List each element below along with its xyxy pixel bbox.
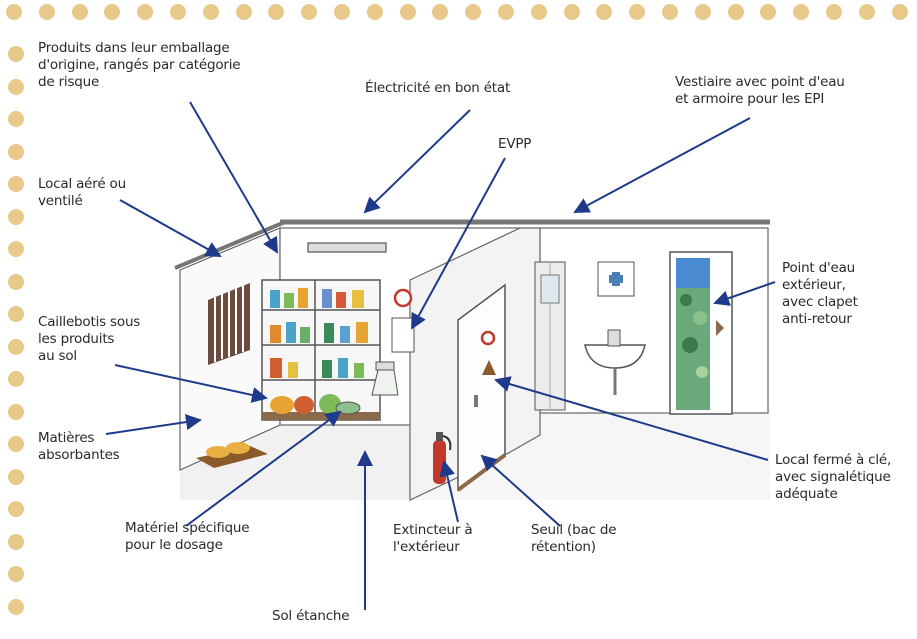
border-dot [891,4,908,20]
border-dot [137,4,154,20]
outdoor-water-window [669,251,733,415]
border-dot [8,501,24,517]
border-dot [202,4,219,20]
dotted-border-top [0,0,917,26]
border-dot [170,4,186,20]
label-local-aere: Local aéré ou ventilé [38,176,126,209]
locker-shower [534,261,566,411]
border-dot [498,4,514,20]
label-produits: Produits dans leur emballage d'origine, … [38,40,241,90]
label-evpp: EVPP [498,136,532,152]
border-dot [8,468,24,485]
border-dot [8,403,24,420]
border-dot [366,4,383,20]
arrow-caillebotis [114,364,268,403]
border-dot [104,4,121,20]
arrow-vestiaire [573,117,751,213]
border-dot [727,4,744,20]
border-dot [563,4,580,20]
ceiling-light [307,242,387,253]
arrow-point-eau [713,281,776,306]
border-dot [8,78,24,95]
label-sol: Sol étanche [272,608,350,624]
border-dot [432,4,449,20]
border-dot [596,4,613,20]
border-dot [38,4,55,20]
label-electricite: Électricité en bon état [365,80,511,96]
border-dot [71,4,88,20]
border-dot [6,4,22,20]
arrow-seuil [480,454,561,527]
arrow-evpp [411,157,506,330]
border-dot [8,306,24,322]
dosing-equipment [335,361,399,415]
arrow-local-aere [119,199,222,257]
border-dot [858,4,875,20]
border-dot [694,4,711,20]
border-dot [8,436,24,452]
sink [584,329,646,395]
prohibition-sign [393,288,413,308]
ventilation-grille [208,283,250,365]
border-dot [8,533,24,550]
dotted-border-left [0,0,30,639]
border-dot [8,176,24,192]
border-dot [826,4,842,20]
border-dot [8,371,24,387]
border-dot [399,4,416,20]
door [457,283,506,492]
border-dot [465,4,482,20]
label-caillebotis: Caillebotis sous les produits au sol [38,314,141,364]
label-vestiaire: Vestiaire avec point d'eau et armoire po… [675,74,845,107]
border-dot [268,4,285,20]
border-dot [8,566,24,582]
border-dot [8,273,24,290]
border-dot [8,46,24,62]
border-dot [760,4,777,20]
label-local-ferme: Local fermé à clé, avec signalétique adé… [775,452,892,502]
border-dot [8,208,24,225]
arrow-electricite [363,109,471,214]
border-dot [793,4,810,20]
label-materiel: Matériel spécifique pour le dosage [125,520,250,553]
label-extincteur: Extincteur à l'extérieur [393,522,473,555]
arrow-local-ferme [494,376,769,461]
border-dot [530,4,547,20]
border-dot [8,241,24,257]
electrical-panel [391,317,415,353]
first-aid-box [597,261,635,297]
border-dot [8,143,24,160]
right-room-wall [539,227,769,414]
border-dot [8,598,24,615]
border-dot [8,338,24,355]
border-dot [8,111,24,127]
border-dot [662,4,678,20]
arrow-produits [189,101,279,254]
border-dot [629,4,646,20]
label-seuil: Seuil (bac de rétention) [531,522,617,555]
shelving-unit [261,279,381,421]
border-dot [235,4,252,20]
arrow-matieres [105,414,202,435]
label-point-eau: Point d'eau extérieur, avec clapet anti-… [782,260,858,327]
border-dot [301,4,318,20]
arrow-materiel [185,410,342,527]
arrow-extincteur [439,460,459,523]
border-dot [334,4,350,20]
absorbent-tray [196,442,268,468]
label-matieres: Matières absorbantes [38,430,120,463]
